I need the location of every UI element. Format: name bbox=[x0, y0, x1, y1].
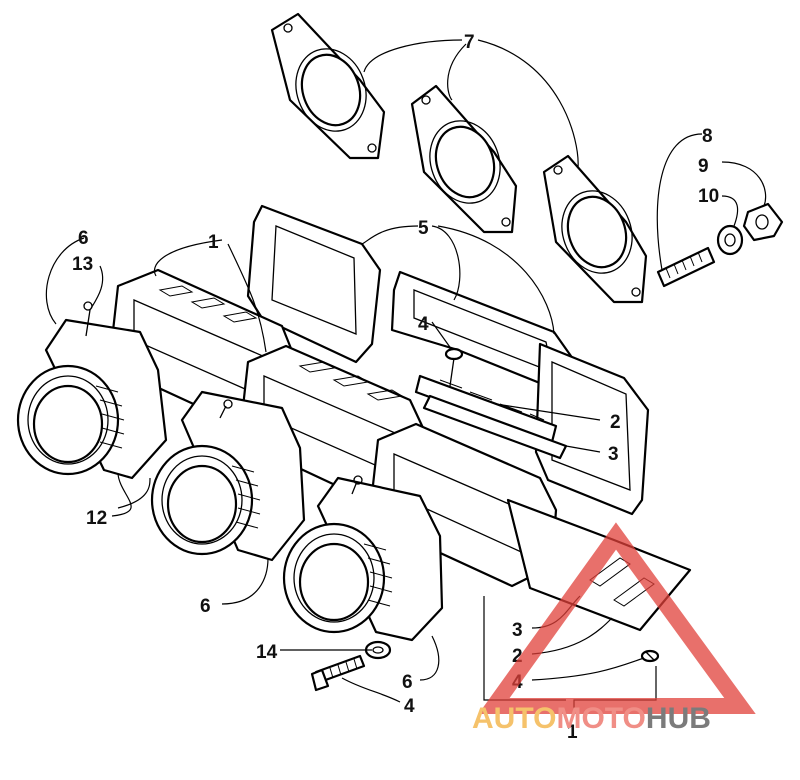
callout-13: 13 bbox=[72, 254, 93, 275]
callout-3-upper: 3 bbox=[608, 444, 619, 465]
callout-1-top: 1 bbox=[208, 232, 219, 253]
watermark-logo: AUTOMOTOHUB bbox=[472, 522, 756, 735]
callout-14: 14 bbox=[256, 642, 278, 663]
reed-gasket-3 bbox=[534, 342, 650, 516]
callout-3-lower: 3 bbox=[512, 620, 523, 641]
callout-12: 12 bbox=[86, 508, 107, 529]
flange-gasket-3 bbox=[542, 154, 648, 304]
watermark-auto: AUTO bbox=[472, 702, 556, 735]
callout-2-lower: 2 bbox=[512, 646, 523, 667]
intake-boot-3 bbox=[282, 475, 444, 642]
watermark-hub: HUB bbox=[646, 702, 711, 735]
callout-1-bottom: 1 bbox=[567, 722, 578, 743]
flange-gasket-2 bbox=[410, 84, 518, 234]
watermark-triangle bbox=[478, 522, 756, 714]
callout-2-upper: 2 bbox=[610, 412, 621, 433]
callout-7: 4 bbox=[404, 696, 415, 717]
callout-8: 7 bbox=[464, 32, 475, 53]
intake-boot-1 bbox=[16, 301, 168, 480]
reed-screw-lower bbox=[640, 649, 660, 663]
callout-6-mid: 6 bbox=[200, 596, 211, 617]
callout-labels: 7 8 9 10 5 1 6 13 4 2 3 12 6 14 6 4 3 2 … bbox=[72, 32, 719, 743]
callout-10: 9 bbox=[698, 156, 709, 177]
washer bbox=[716, 224, 744, 256]
mounting-bolt bbox=[310, 654, 366, 692]
intake-boot-2 bbox=[150, 390, 306, 562]
callout-6-low: 6 bbox=[402, 672, 413, 693]
callout-5: 5 bbox=[418, 218, 429, 239]
reed-gasket-1 bbox=[246, 204, 382, 364]
callout-11: 10 bbox=[698, 186, 719, 207]
reed-screw-upper bbox=[444, 347, 464, 387]
stud bbox=[656, 246, 716, 288]
callout-4-upper: 4 bbox=[418, 314, 429, 335]
svg-text:AUTOMOTOHUB: AUTOMOTOHUB bbox=[472, 702, 711, 735]
flange-gasket-1 bbox=[270, 12, 386, 160]
watermark-moto: MOTO bbox=[556, 702, 645, 735]
callout-9: 8 bbox=[702, 126, 713, 147]
nut bbox=[742, 202, 784, 242]
callout-6-top: 6 bbox=[78, 228, 89, 249]
lock-washer bbox=[364, 640, 392, 660]
